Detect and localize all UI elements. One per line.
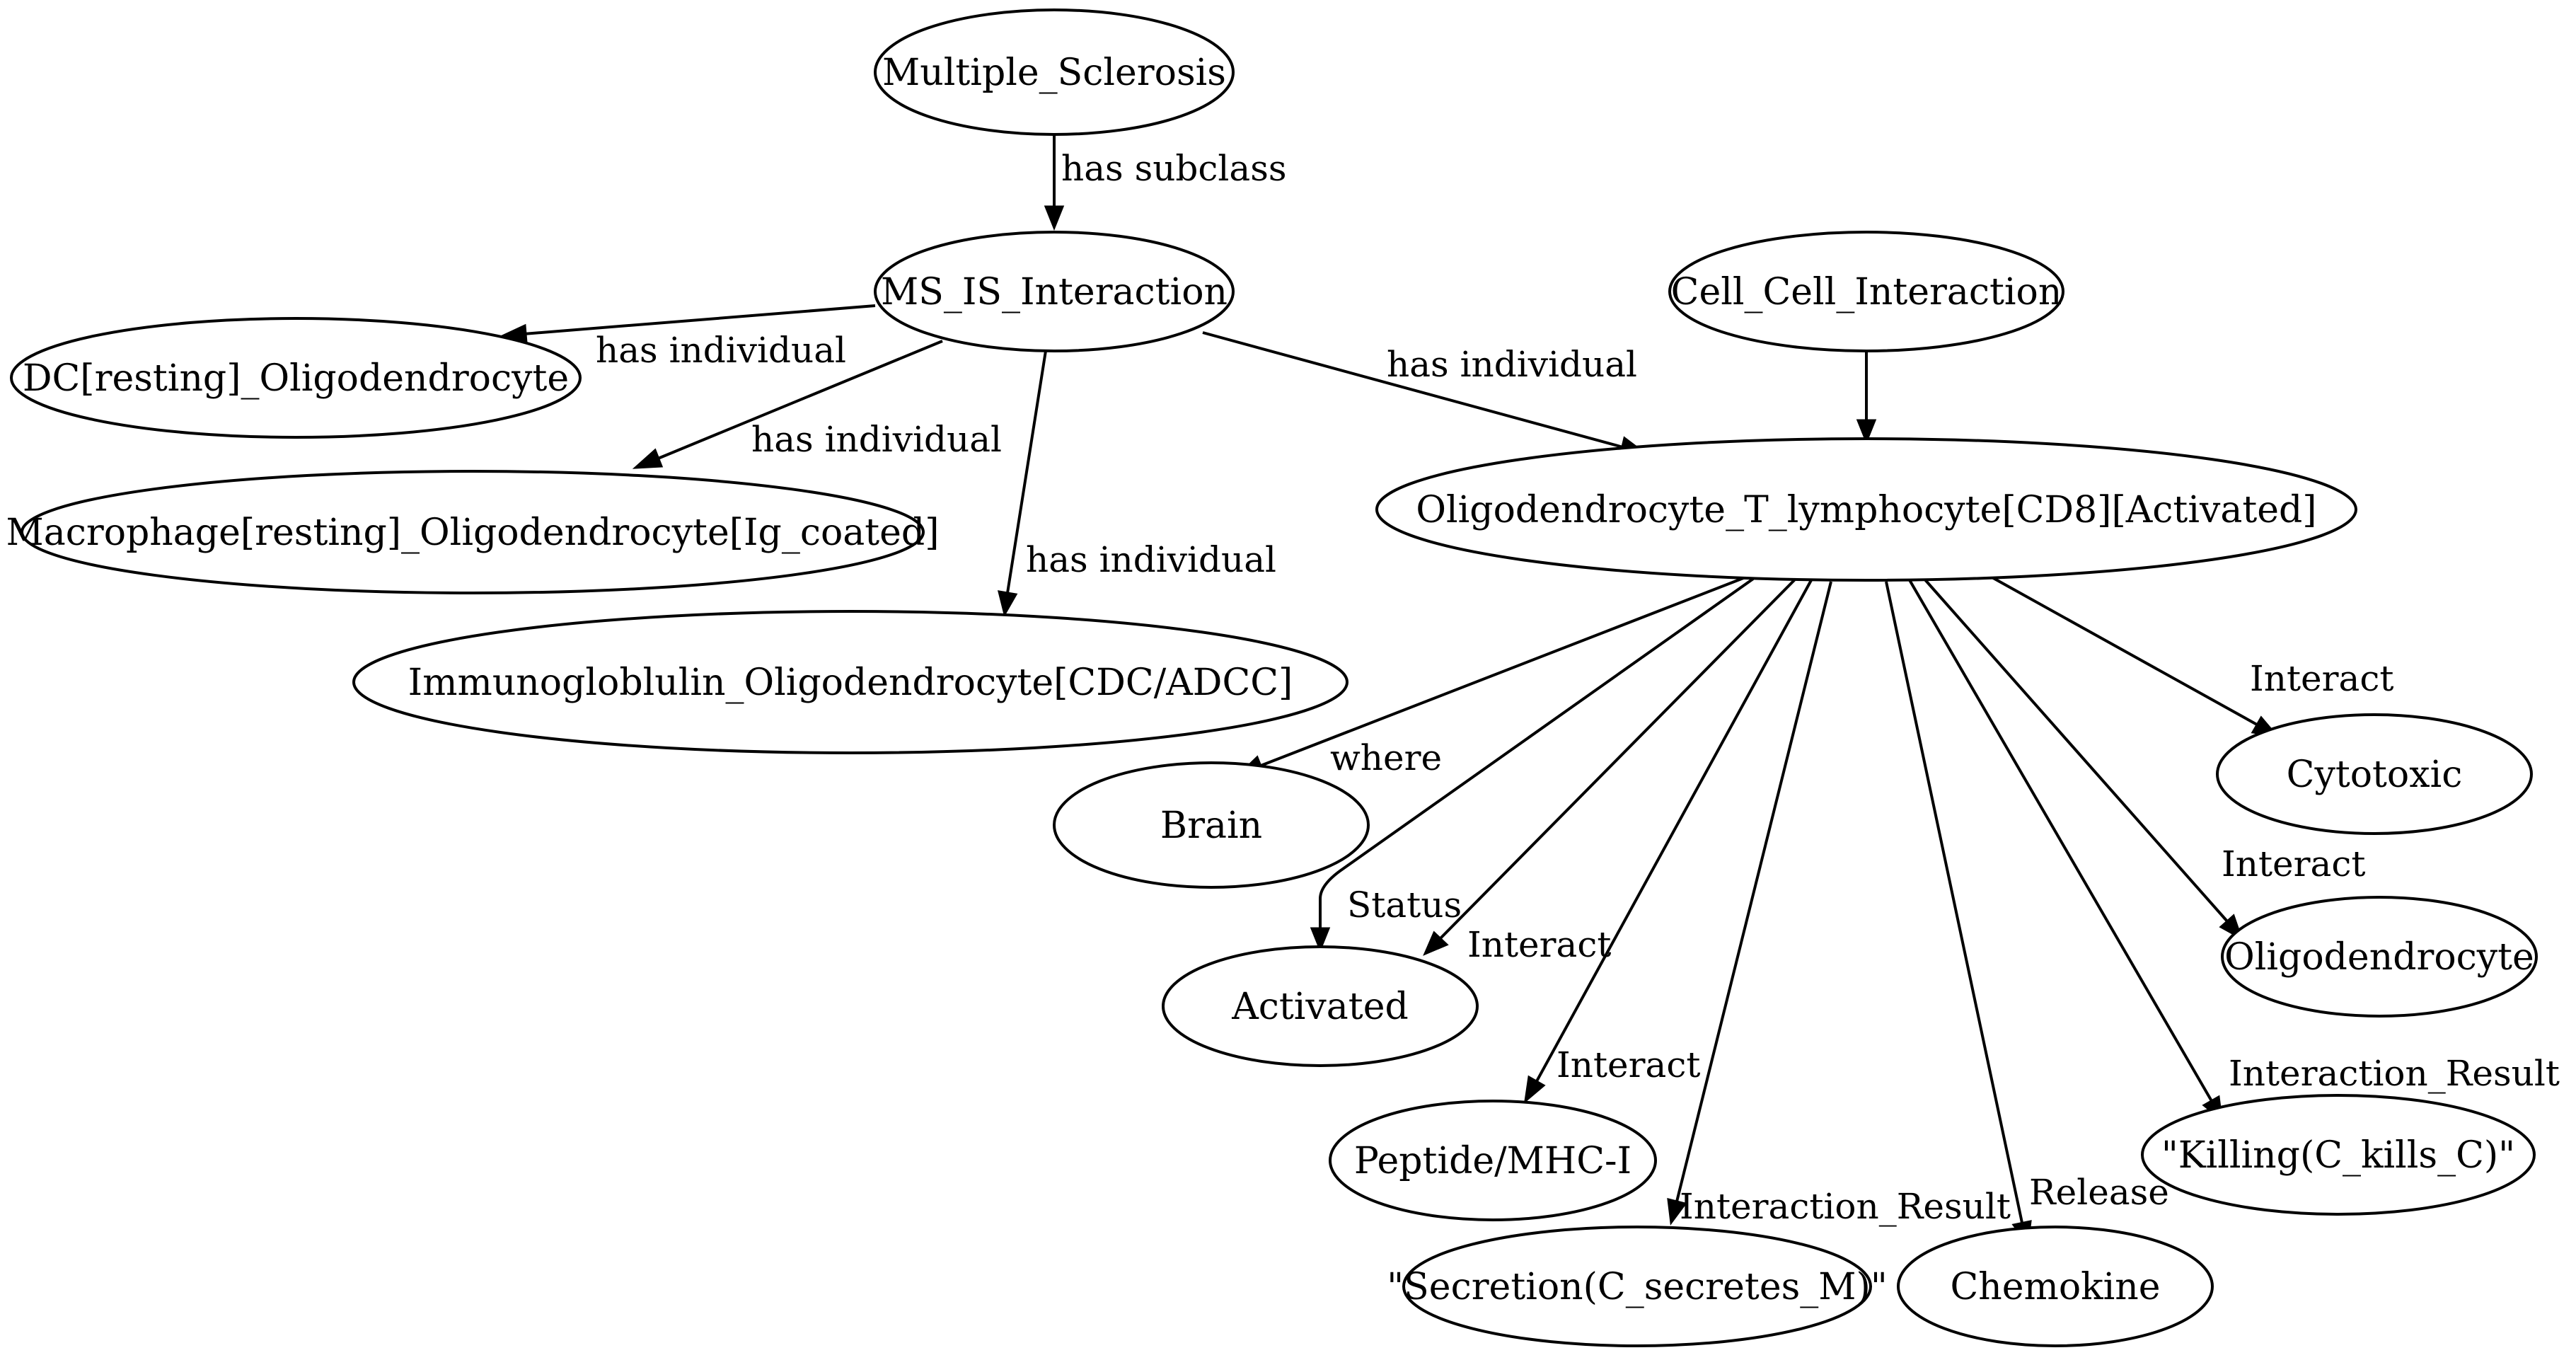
node-label-macrophage-oligodendrocyte: Macrophage[resting]_Oligodendrocyte[Ig_c…: [6, 512, 939, 554]
node-peptide-mhc: Peptide/MHC-I: [1329, 1100, 1657, 1221]
edge-has-individual-dc: has individual: [500, 304, 876, 371]
edge-interact-peptide: Interact: [1523, 580, 1813, 1104]
edge-label-has-individual-immunoglobulin: has individual: [1026, 539, 1276, 580]
edge-interaction-result-killing: Interaction_Result: [1907, 577, 2560, 1122]
edge-label-status: Status: [1347, 884, 1462, 926]
edge-cell-cell-interaction: [1856, 351, 1877, 445]
node-label-oligodendrocyte-t-lymphocyte: Oligodendrocyte_T_lymphocyte[CD8][Activa…: [1416, 489, 2316, 531]
node-oligodendrocyte-t-lymphocyte: Oligodendrocyte_T_lymphocyte[CD8][Activa…: [1375, 437, 2357, 582]
edge-status: Status: [1310, 577, 1755, 953]
edge-interact-activated: Interact: [1423, 577, 1797, 965]
node-label-peptide-mhc: Peptide/MHC-I: [1354, 1140, 1631, 1182]
edge-label-has-individual-macrophage: has individual: [751, 419, 1002, 460]
node-macrophage-oligodendrocyte: Macrophage[resting]_Oligodendrocyte[Ig_c…: [6, 470, 940, 594]
edge-has-individual-immunoglobulin: has individual: [997, 350, 1276, 617]
edge-label-where: where: [1330, 737, 1442, 778]
edge-interaction-result-secretion: Interaction_Result: [1667, 581, 2011, 1227]
edge-has-subclass: has subclass: [1044, 134, 1287, 231]
edge-label-has-individual-otl: has individual: [1387, 344, 1637, 385]
node-oligodendrocyte: Oligodendrocyte: [2221, 896, 2538, 1018]
edge-label-interact-cytotoxic: Interact: [2250, 658, 2393, 699]
edge-label-release: Release: [2029, 1172, 2169, 1213]
node-cytotoxic: Cytotoxic: [2216, 713, 2533, 835]
edge-label-has-individual-dc: has individual: [596, 330, 846, 371]
node-cell-cell-interaction: Cell_Cell_Interaction: [1668, 231, 2064, 352]
edge-interact-cytotoxic: Interact: [1989, 575, 2393, 738]
edge-has-individual-macrophage: has individual: [632, 340, 1002, 469]
edge-label-interact-peptide: Interact: [1556, 1044, 1700, 1085]
node-ms-is-interaction: MS_IS_Interaction: [874, 231, 1235, 352]
edge-label-has-subclass: has subclass: [1061, 148, 1287, 189]
node-label-oligodendrocyte: Oligodendrocyte: [2224, 936, 2534, 979]
node-killing: "Killing(C_kills_C)": [2141, 1094, 2536, 1216]
node-label-cytotoxic: Cytotoxic: [2287, 754, 2463, 796]
node-label-multiple-sclerosis: Multiple_Sclerosis: [882, 52, 1226, 94]
node-label-dc-oligodendrocyte: DC[resting]_Oligodendrocyte: [23, 357, 569, 400]
node-chemokine: Chemokine: [1897, 1226, 2214, 1347]
node-label-brain: Brain: [1160, 805, 1262, 847]
node-label-immunoglobulin-oligodendrocyte: Immunogloblulin_Oligodendrocyte[CDC/ADCC…: [408, 662, 1293, 704]
edge-label-interact-activated: Interact: [1467, 924, 1611, 965]
edge-label-interaction-result-killing: Interaction_Result: [2229, 1053, 2560, 1094]
edge-label-interaction-result-secretion: Interaction_Result: [1680, 1186, 2011, 1227]
node-label-cell-cell-interaction: Cell_Cell_Interaction: [1671, 271, 2062, 313]
node-label-activated: Activated: [1231, 986, 1409, 1028]
node-label-chemokine: Chemokine: [1950, 1266, 2160, 1308]
node-label-secretion: "Secretion(C_secretes_M)": [1387, 1266, 1887, 1308]
edge-label-interact-oligodendrocyte: Interact: [2222, 843, 2365, 884]
node-dc-oligodendrocyte: DC[resting]_Oligodendrocyte: [10, 317, 582, 439]
node-brain: Brain: [1053, 761, 1370, 889]
edge-has-individual-otl: has individual: [1202, 331, 1647, 457]
edge-where: where: [1237, 573, 1753, 778]
node-secretion: "Secretion(C_secretes_M)": [1387, 1226, 1888, 1347]
node-immunoglobulin-oligodendrocyte: Immunogloblulin_Oligodendrocyte[CDC/ADCC…: [352, 610, 1348, 754]
node-activated: Activated: [1162, 945, 1479, 1067]
node-label-ms-is-interaction: MS_IS_Interaction: [881, 271, 1228, 313]
node-multiple-sclerosis: Multiple_Sclerosis: [874, 8, 1235, 136]
edge-release: Release: [1885, 581, 2169, 1247]
node-label-killing: "Killing(C_kills_C)": [2161, 1134, 2515, 1177]
